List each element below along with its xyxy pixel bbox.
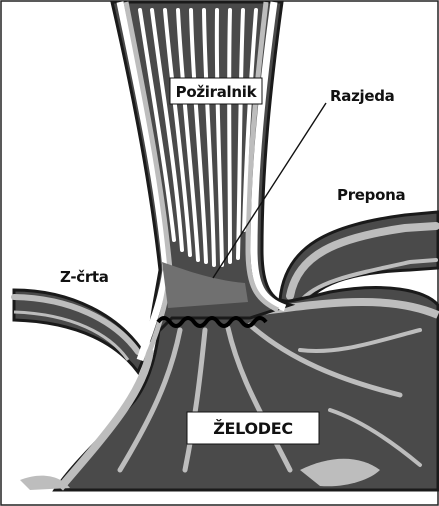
ulcer-label: Razjeda [330,87,394,105]
esophagus-label: Požiralnik [176,83,258,101]
z-line-label: Z-črta [60,268,109,286]
stomach-label: ŽELODEC [213,419,293,438]
diaphragm-label: Prepona [337,186,405,204]
